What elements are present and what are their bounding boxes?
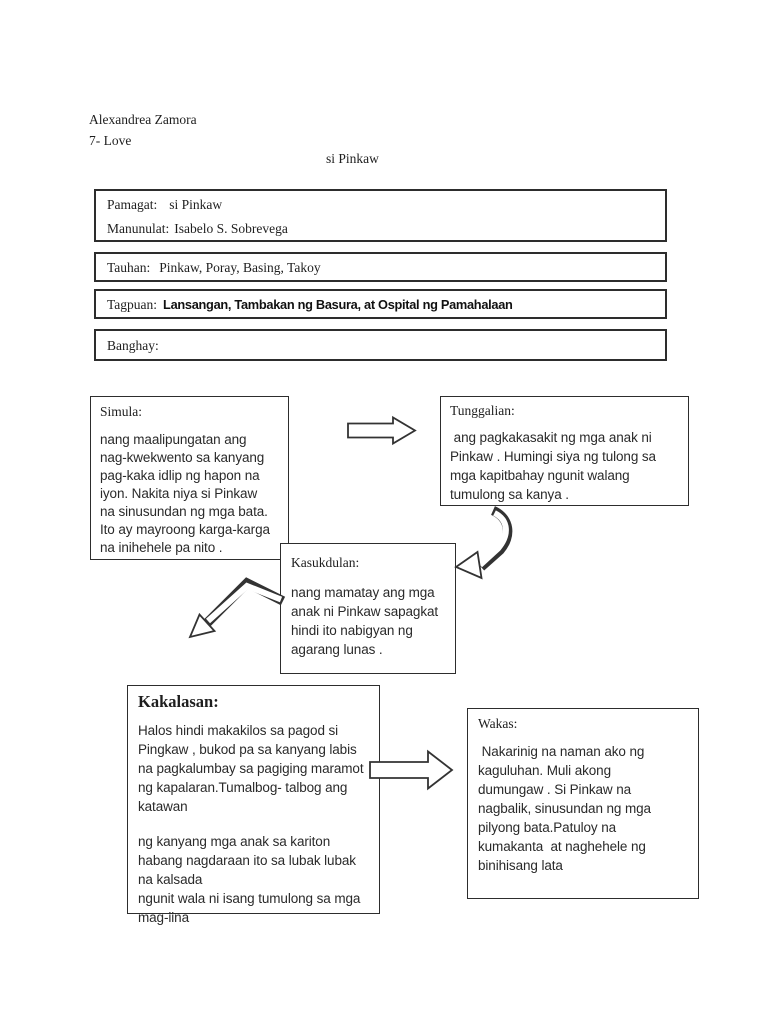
banghay-line: Banghay:	[96, 338, 665, 354]
tagpuan-box: Tagpuan: Lansangan, Tambakan ng Basura, a…	[94, 289, 667, 319]
manunulat-label: Manunulat:	[107, 221, 170, 236]
flow-simula-box: Simula: nang maalipungatan ang nag-kwekw…	[90, 396, 289, 560]
tauhan-line: Tauhan: Pinkaw, Poray, Basing, Takoy	[96, 260, 665, 276]
wakas-text: Nakarinig na naman ako ng kaguluhan. Mul…	[478, 744, 651, 873]
tauhan-box: Tauhan: Pinkaw, Poray, Basing, Takoy	[94, 252, 667, 282]
kasukdulan-label: Kasukdulan:	[291, 555, 360, 570]
bent-arrow-down-left-icon	[188, 577, 286, 639]
wakas-label: Wakas:	[478, 716, 518, 731]
tauhan-value: Pinkaw, Poray, Basing, Takoy	[159, 260, 321, 275]
manunulat-line: Manunulat: Isabelo S. Sobrevega	[96, 221, 665, 237]
block-arrow-right-1-icon	[347, 415, 417, 446]
flow-wakas-box: Wakas: Nakarinig na naman ako ng kaguluh…	[467, 708, 699, 899]
tagpuan-value: Lansangan, Tambakan ng Basura, at Ospita…	[163, 297, 513, 312]
kasukdulan-text: nang mamatay ang mga anak ni Pinkaw sapa…	[291, 585, 439, 657]
flow-tunggalian-box: Tunggalian: ang pagkakasakit ng mga anak…	[440, 396, 689, 506]
pamagat-value: si Pinkaw	[169, 197, 223, 212]
flow-kasukdulan-box: Kasukdulan: nang mamatay ang mga anak ni…	[280, 543, 456, 674]
pamagat-label: Pamagat:	[107, 197, 158, 212]
curved-arrow-down-left-icon	[454, 506, 513, 580]
tunggalian-label: Tunggalian:	[450, 403, 515, 418]
manunulat-value: Isabelo S. Sobrevega	[174, 221, 288, 236]
tagpuan-label: Tagpuan:	[107, 297, 158, 312]
document-title: si Pinkaw	[326, 151, 379, 166]
flow-kakalasan-box: Kakalasan: Halos hindi makakilos sa pago…	[127, 685, 380, 925]
kakalasan-label: Kakalasan:	[138, 692, 219, 711]
block-arrow-right-2-icon	[369, 749, 454, 791]
student-name: Alexandrea Zamora	[89, 112, 197, 127]
banghay-box: Banghay:	[94, 329, 667, 361]
banghay-label: Banghay:	[107, 338, 159, 353]
title-author-box: Pamagat: si Pinkaw Manunulat: Isabelo S. S…	[94, 189, 667, 242]
student-section: 7- Love	[89, 133, 132, 148]
tauhan-label: Tauhan:	[107, 260, 151, 275]
kakalasan-text-1: Halos hindi makakilos sa pagod si Pingka…	[138, 723, 364, 814]
tagpuan-line: Tagpuan: Lansangan, Tambakan ng Basura, a…	[96, 297, 665, 313]
simula-text: nang maalipungatan ang nag-kwekwento sa …	[100, 432, 270, 555]
kakalasan-text-2: ng kanyang mga anak sa kariton habang na…	[138, 834, 361, 925]
simula-label: Simula:	[100, 404, 143, 419]
tunggalian-text: ang pagkakasakit ng mga anak ni Pinkaw .…	[450, 430, 656, 502]
pamagat-line: Pamagat: si Pinkaw	[96, 197, 665, 213]
